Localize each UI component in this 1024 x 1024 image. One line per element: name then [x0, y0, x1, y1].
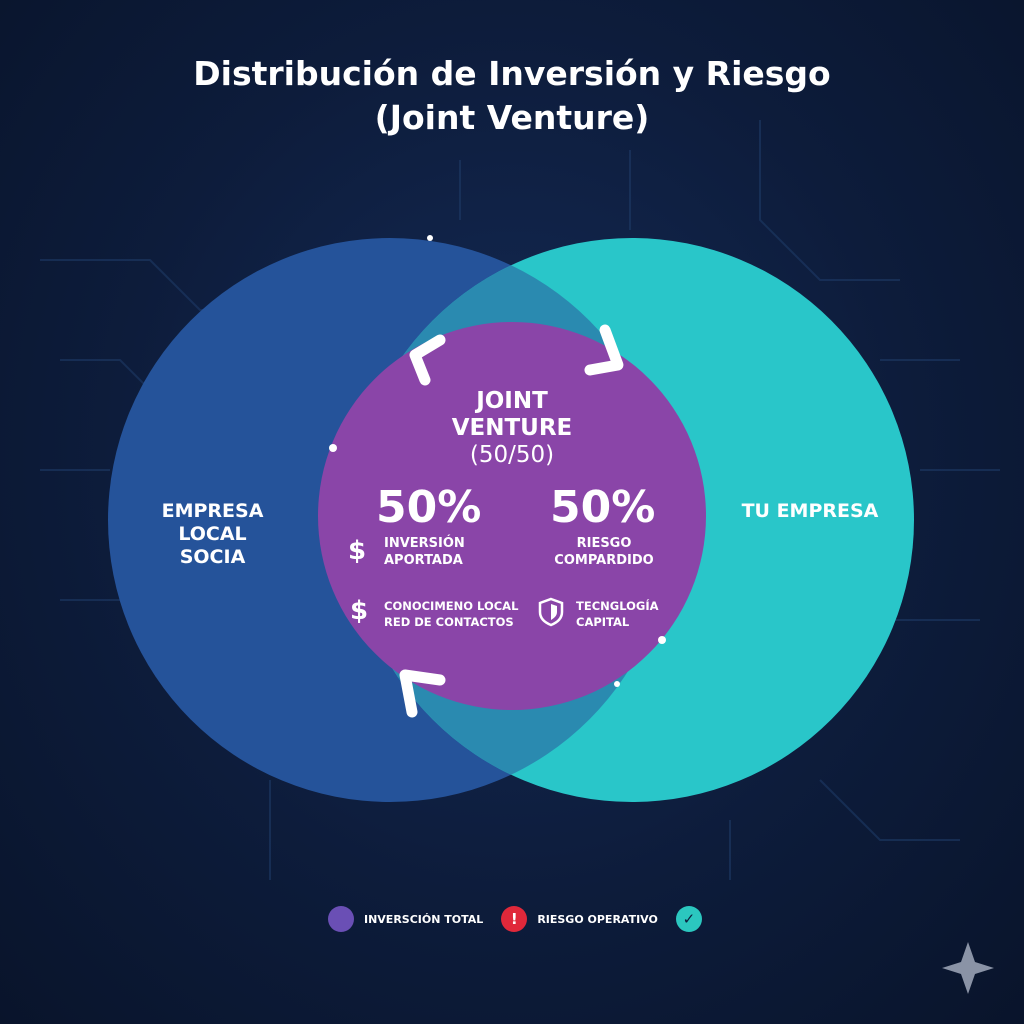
check-icon: ✓ — [675, 906, 702, 932]
contrib-line: RED DE CONTACTOS — [384, 615, 514, 629]
legend-label: INVERSCIÓN TOTAL — [364, 912, 484, 926]
left-label-line: SOCIA — [179, 546, 246, 568]
page-title: Distribución de Inversión y Riesgo (Join… — [0, 52, 1024, 140]
contrib-line: TECNGLOGÍA — [576, 599, 659, 613]
label-line: COMPARDIDO — [554, 553, 654, 568]
left-label-line: EMPRESA — [161, 500, 264, 522]
left-label-line: LOCAL — [178, 523, 247, 545]
risk-label: RIESGO COMPARDIDO — [544, 535, 664, 569]
label-line: INVERSIÓN — [384, 536, 465, 551]
sparkles — [329, 235, 666, 687]
center-ratio: (50/50) — [469, 442, 555, 468]
exclamation-icon: ! — [501, 906, 528, 932]
circuit-background — [40, 120, 1000, 880]
joint-venture-circle — [318, 322, 706, 710]
partner-contribution: CONOCIMENO LOCAL RED DE CONTACTOS — [384, 598, 518, 630]
label-line: APORTADA — [384, 553, 463, 568]
label-line: RIESGO — [576, 536, 632, 551]
arrow-top-right-icon — [584, 324, 624, 376]
investment-legend-circle-icon — [328, 906, 354, 932]
center-title: JOINT VENTURE (50/50) — [412, 388, 612, 469]
investment-percent: 50% — [376, 482, 482, 533]
dollar-icon: $ — [350, 596, 369, 626]
shield-icon — [538, 597, 564, 627]
dollar-icon: $ — [348, 536, 367, 566]
center-title-line: JOINT — [476, 388, 548, 414]
title-line-1: Distribución de Inversión y Riesgo — [193, 54, 831, 93]
risk-percent: 50% — [550, 482, 656, 533]
arrow-bottom-left-icon — [399, 669, 446, 718]
center-title-line: VENTURE — [451, 415, 573, 441]
left-circle-label: EMPRESA LOCAL SOCIA — [140, 500, 285, 569]
title-line-2: (Joint Venture) — [374, 98, 650, 137]
legend: INVERSCIÓN TOTAL ! RIESGO OPERATIVO ✓ — [328, 906, 702, 932]
contrib-line: CAPITAL — [576, 615, 630, 629]
sparkle-logo-icon — [942, 942, 994, 994]
contrib-line: CONOCIMENO LOCAL — [384, 599, 519, 613]
investment-label: INVERSIÓN APORTADA — [384, 535, 465, 569]
legend-label: RIESGO OPERATIVO — [537, 912, 658, 926]
your-contribution: TECNGLOGÍA CAPITAL — [576, 598, 659, 630]
arrow-top-left-icon — [409, 334, 446, 386]
right-circle-label: TU EMPRESA — [741, 500, 879, 522]
